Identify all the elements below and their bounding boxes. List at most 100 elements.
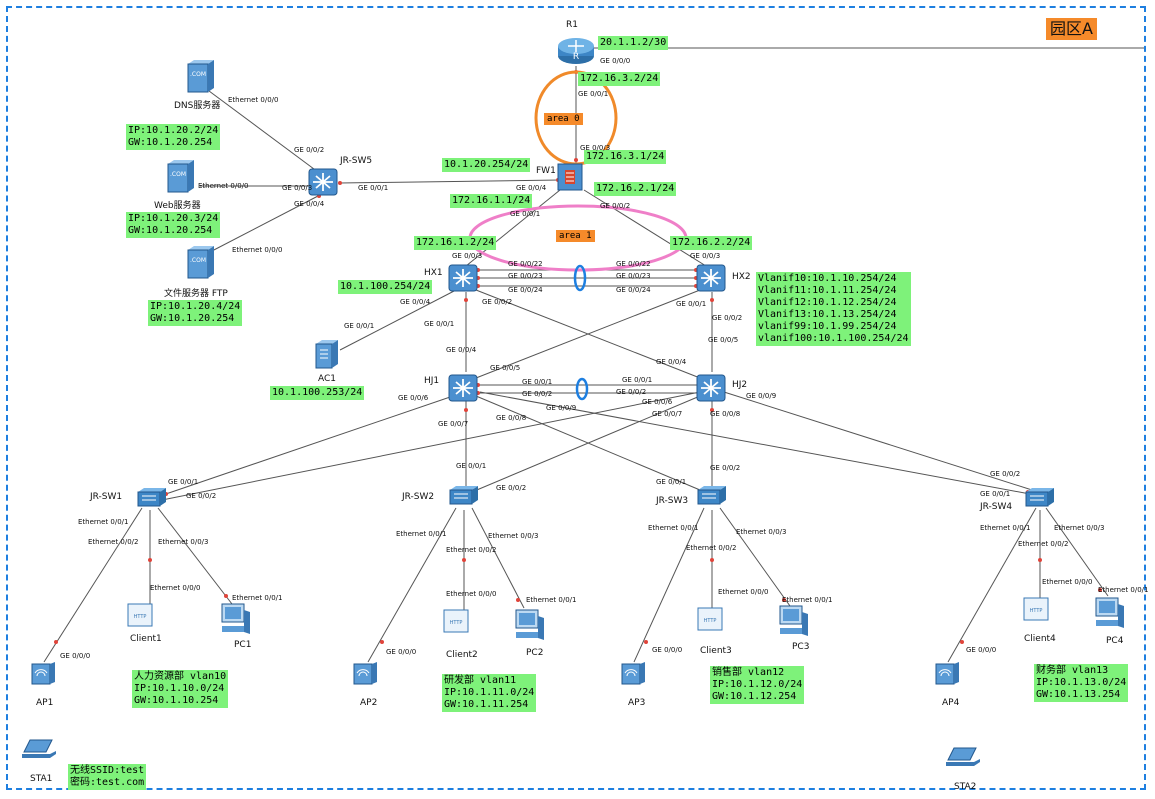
- client1-label: Client1: [130, 634, 162, 644]
- aggregation-switch-icon[interactable]: [446, 372, 480, 408]
- http-client-icon[interactable]: HTTP: [126, 602, 156, 634]
- port-label: GE 0/0/2: [600, 202, 631, 210]
- svg-text:HTTP: HTTP: [134, 614, 147, 620]
- port-label: GE 0/0/1: [344, 322, 375, 330]
- port-label: GE 0/0/4: [400, 298, 431, 306]
- http-client-icon[interactable]: HTTP: [442, 608, 472, 640]
- hx-trunk-bundle-icon: [573, 264, 587, 292]
- access-point-icon[interactable]: [28, 660, 58, 692]
- port-label: GE 0/0/1: [980, 490, 1011, 498]
- link-sw1-pc1: [157, 507, 233, 605]
- port-label: GE 0/0/1: [424, 320, 455, 328]
- hx2-label: HX2: [732, 272, 751, 282]
- ap4-label: AP4: [942, 698, 960, 708]
- port-label: GE 0/0/1: [578, 90, 609, 98]
- link-sw1-ap1: [43, 507, 143, 663]
- dns-ip: IP:10.1.20.2/24 GW:10.1.20.254: [126, 124, 221, 150]
- access-controller-icon[interactable]: [312, 338, 342, 374]
- pc3-label: PC3: [792, 642, 810, 652]
- pc-icon[interactable]: [512, 606, 548, 648]
- svg-text:HTTP: HTTP: [704, 618, 717, 624]
- port-label: GE 0/0/3: [690, 252, 721, 260]
- pc-icon[interactable]: [776, 602, 812, 644]
- port-label: Ethernet 0/0/2: [446, 546, 497, 554]
- server-switch-icon[interactable]: [306, 166, 340, 202]
- access-switch-icon[interactable]: [134, 486, 170, 514]
- port-label: Ethernet 0/0/0: [1042, 578, 1093, 586]
- sw3-label: JR-SW3: [656, 496, 689, 506]
- hj-trunk-bundle-icon: [575, 377, 589, 401]
- zone-label: 园区A: [1046, 18, 1097, 40]
- core-switch-icon[interactable]: [446, 262, 480, 298]
- svg-text:HTTP: HTTP: [1030, 608, 1043, 614]
- pc-icon[interactable]: [218, 600, 254, 642]
- link-sw2-pc2: [471, 507, 525, 609]
- access-point-icon[interactable]: [932, 660, 962, 692]
- port-label: GE 0/0/9: [546, 404, 577, 412]
- sw4-label: JR-SW4: [980, 502, 1013, 512]
- dept1-info: 人力资源部 vlan10 IP:10.1.10.0/24 GW:10.1.10.…: [132, 670, 229, 708]
- hx1-label: HX1: [424, 268, 443, 278]
- port-label: GE 0/0/2: [990, 470, 1021, 478]
- port-label: GE 0/0/6: [398, 394, 429, 402]
- web-server-icon[interactable]: .COM: [164, 158, 198, 198]
- laptop-icon[interactable]: [20, 738, 60, 766]
- port-label: GE 0/0/8: [496, 414, 527, 422]
- sta2-label: STA2: [954, 782, 977, 792]
- dns-server-icon[interactable]: .COM: [184, 58, 218, 98]
- fw1-label: FW1: [536, 166, 556, 176]
- port-label: GE 0/0/4: [446, 346, 477, 354]
- pc-icon[interactable]: [1092, 594, 1128, 636]
- access-switch-icon[interactable]: [446, 484, 482, 512]
- link-sw3-ap3: [633, 507, 705, 663]
- port-label: Ethernet 0/0/1: [396, 530, 447, 538]
- port-label: Ethernet 0/0/3: [158, 538, 209, 546]
- access-point-icon[interactable]: [350, 660, 380, 692]
- link-hj2-sw4: [723, 391, 1033, 491]
- port-label: GE 0/0/9: [746, 392, 777, 400]
- svg-text:.COM: .COM: [170, 171, 186, 178]
- port-label: Ethernet 0/0/1: [782, 596, 833, 604]
- port-label: Ethernet 0/0/3: [1054, 524, 1105, 532]
- ftp-ip: IP:10.1.20.4/24 GW:10.1.20.254: [148, 300, 243, 326]
- port-label: Ethernet 0/0/1: [526, 596, 577, 604]
- port-label: GE 0/0/7: [652, 410, 683, 418]
- access-switch-icon[interactable]: [1022, 486, 1058, 514]
- ftp-server-icon[interactable]: .COM: [184, 244, 218, 284]
- port-label: GE 0/0/0: [60, 652, 91, 660]
- access-point-icon[interactable]: [618, 660, 648, 692]
- link-sw4-pc4: [1045, 507, 1109, 597]
- router-icon[interactable]: R: [556, 34, 596, 70]
- port-label: GE 0/0/24: [616, 286, 651, 294]
- svg-text:.COM: .COM: [190, 71, 206, 78]
- http-client-icon[interactable]: HTTP: [696, 606, 726, 638]
- port-label: GE 0/0/4: [516, 184, 547, 192]
- port-label: GE 0/0/2: [294, 146, 325, 154]
- r1-wan-ip: 20.1.1.2/30: [598, 36, 669, 50]
- port-label: GE 0/0/0: [652, 646, 683, 654]
- http-client-icon[interactable]: HTTP: [1022, 596, 1052, 628]
- port-label: GE 0/0/23: [616, 272, 651, 280]
- laptop-icon[interactable]: [944, 746, 984, 774]
- vlanif-table: Vlanif10:10.1.10.254/24 Vlanif11:10.1.11…: [756, 272, 911, 346]
- port-label: Ethernet 0/0/1: [648, 524, 699, 532]
- dept3-info: 销售部 vlan12 IP:10.1.12.0/24 GW:10.1.12.25…: [710, 666, 805, 704]
- aggregation-switch-icon[interactable]: [694, 372, 728, 408]
- ap2-label: AP2: [360, 698, 378, 708]
- fw1-hx2-ip: 172.16.2.1/24: [594, 182, 677, 196]
- core-switch-icon[interactable]: [694, 262, 728, 298]
- r1-label: R1: [566, 20, 578, 30]
- firewall-icon[interactable]: [556, 162, 584, 196]
- port-label: Ethernet 0/0/0: [232, 246, 283, 254]
- port-label: GE 0/0/1: [676, 300, 707, 308]
- port-label: GE 0/0/0: [966, 646, 997, 654]
- port-label: GE 0/0/5: [490, 364, 521, 372]
- campus-boundary: [6, 6, 1146, 790]
- access-switch-icon[interactable]: [694, 484, 730, 512]
- port-label: GE 0/0/23: [508, 272, 543, 280]
- fw1-hx1-ip: 172.16.1.1/24: [450, 194, 533, 208]
- client2-label: Client2: [446, 650, 478, 660]
- port-label: Ethernet 0/0/3: [736, 528, 787, 536]
